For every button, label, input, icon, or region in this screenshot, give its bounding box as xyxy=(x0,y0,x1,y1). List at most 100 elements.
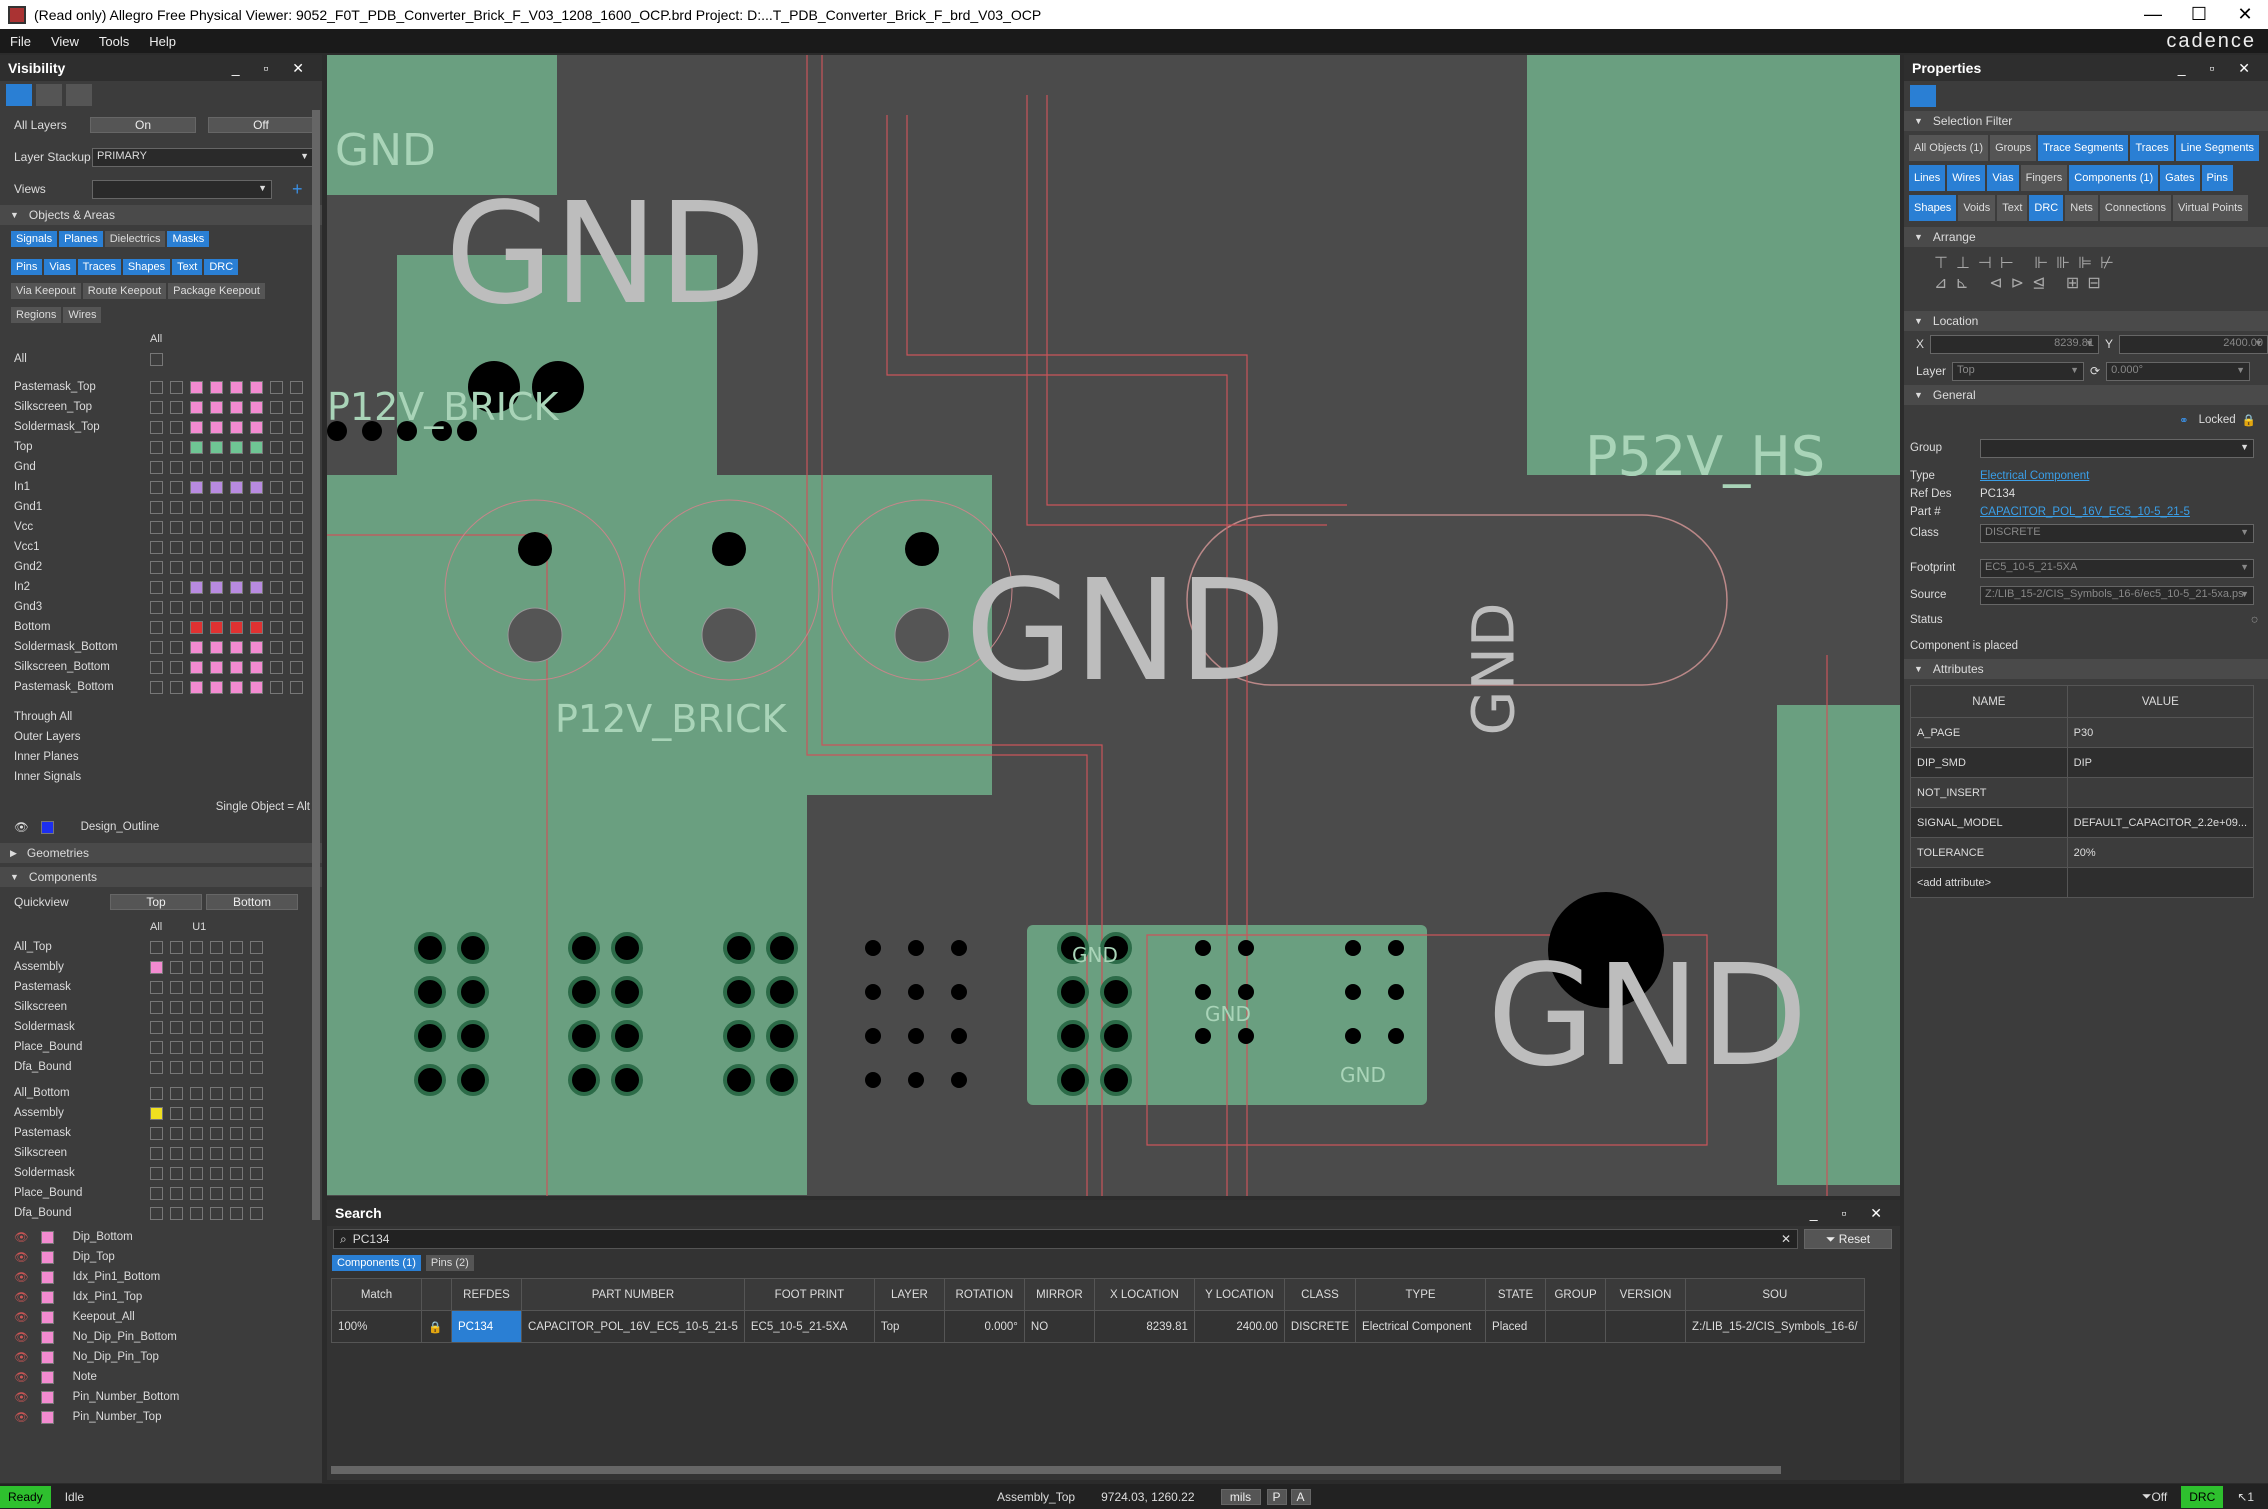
attribute-row[interactable]: NOT_INSERT xyxy=(1910,777,2255,808)
layer-toggle[interactable] xyxy=(270,640,283,654)
layer-toggle[interactable] xyxy=(210,680,223,694)
group-select[interactable] xyxy=(1980,438,2254,458)
layer-toggle[interactable] xyxy=(230,380,243,394)
component-toggle[interactable] xyxy=(250,1040,263,1054)
layer-toggle[interactable] xyxy=(270,460,283,474)
component-toggle[interactable] xyxy=(170,1106,183,1120)
filter-chip[interactable]: Pins xyxy=(2201,165,2233,191)
layer-toggle[interactable] xyxy=(250,580,263,594)
column-header[interactable]: TYPE xyxy=(1355,1278,1487,1311)
layer-toggle[interactable] xyxy=(270,440,283,454)
chip-planes[interactable]: Planes xyxy=(59,231,103,247)
filter-chip[interactable]: Lines xyxy=(1909,165,1946,191)
layer-toggle[interactable] xyxy=(230,480,243,494)
layer-toggle[interactable] xyxy=(210,520,223,534)
lock-icon[interactable]: 🔒 xyxy=(2241,415,2256,427)
component-toggle[interactable] xyxy=(230,940,243,954)
filter-chip[interactable]: Components (1) xyxy=(2069,165,2159,191)
layer-toggle[interactable] xyxy=(150,600,163,614)
layer-toggle[interactable] xyxy=(150,540,163,554)
layer-toggle[interactable] xyxy=(230,560,243,574)
component-toggle[interactable] xyxy=(170,1206,183,1220)
visibility-scrollbar[interactable] xyxy=(312,110,320,1220)
filter-chip[interactable]: Virtual Points xyxy=(2173,195,2248,221)
layer-toggle[interactable] xyxy=(290,660,303,674)
layer-toggle[interactable] xyxy=(230,680,243,694)
layer-toggle[interactable] xyxy=(150,480,163,494)
component-toggle[interactable] xyxy=(230,1186,243,1200)
layer-toggle[interactable] xyxy=(170,600,183,614)
column-header[interactable]: Match xyxy=(331,1278,422,1311)
layer-toggle[interactable] xyxy=(250,520,263,534)
component-toggle[interactable] xyxy=(190,1206,203,1220)
component-toggle[interactable] xyxy=(230,980,243,994)
layer-toggle[interactable] xyxy=(250,500,263,514)
component-toggle[interactable] xyxy=(230,1106,243,1120)
component-toggle[interactable] xyxy=(170,940,183,954)
component-toggle[interactable] xyxy=(150,1126,163,1140)
layer-toggle[interactable] xyxy=(230,620,243,634)
column-header[interactable]: PART NUMBER xyxy=(521,1278,745,1311)
layer-stackup-select[interactable]: PRIMARY xyxy=(92,147,314,167)
filter-chip[interactable]: Vias xyxy=(1987,165,2019,191)
filter-chip[interactable]: Nets xyxy=(2065,195,2098,221)
geometry-color-swatch[interactable] xyxy=(40,1330,54,1344)
chip-package-keepout[interactable]: Package Keepout xyxy=(168,283,265,299)
filter-chip[interactable]: Gates xyxy=(2160,165,2200,191)
component-toggle[interactable] xyxy=(170,1060,183,1074)
layer-toggle[interactable] xyxy=(210,480,223,494)
layer-toggle[interactable] xyxy=(170,400,183,414)
eye-icon[interactable]: 👁 xyxy=(14,1392,29,1404)
search-box[interactable]: ⌕ PC134 ✕ xyxy=(333,1229,1798,1249)
chip-masks[interactable]: Masks xyxy=(167,231,210,247)
layer-toggle[interactable] xyxy=(190,440,203,454)
component-toggle[interactable] xyxy=(150,960,163,974)
clear-search-icon[interactable]: ✕ xyxy=(1780,1232,1791,1246)
component-toggle[interactable] xyxy=(210,1146,223,1160)
layer-toggle[interactable] xyxy=(190,380,203,394)
layer-toggle[interactable] xyxy=(210,380,223,394)
component-toggle[interactable] xyxy=(250,1146,263,1160)
component-toggle[interactable] xyxy=(230,960,243,974)
component-toggle[interactable] xyxy=(230,1166,243,1180)
minimize-button[interactable]: — xyxy=(2144,4,2162,24)
layer-toggle[interactable] xyxy=(230,580,243,594)
column-header[interactable]: MIRROR xyxy=(1023,1278,1095,1311)
layer-toggle[interactable] xyxy=(170,460,183,474)
geometry-color-swatch[interactable] xyxy=(40,1230,54,1244)
component-toggle[interactable] xyxy=(210,960,223,974)
layer-toggle[interactable] xyxy=(230,640,243,654)
layer-toggle[interactable] xyxy=(290,460,303,474)
component-toggle[interactable] xyxy=(230,1206,243,1220)
add-view-icon[interactable]: + xyxy=(292,178,303,199)
eye-icon[interactable]: 👁 xyxy=(14,1412,29,1424)
layer-toggle[interactable] xyxy=(250,640,263,654)
component-toggle[interactable] xyxy=(230,1086,243,1100)
part-link[interactable]: CAPACITOR_POL_16V_EC5_10-5_21-5 xyxy=(1980,506,2190,518)
layer-toggle[interactable] xyxy=(230,600,243,614)
component-toggle[interactable] xyxy=(250,980,263,994)
layer-toggle[interactable] xyxy=(170,520,183,534)
component-toggle[interactable] xyxy=(170,1086,183,1100)
component-toggle[interactable] xyxy=(250,940,263,954)
components-section[interactable]: Components xyxy=(0,867,322,887)
layer-toggle[interactable] xyxy=(150,660,163,674)
layer-toggle[interactable] xyxy=(150,560,163,574)
component-toggle[interactable] xyxy=(170,1146,183,1160)
geometry-color-swatch[interactable] xyxy=(40,1370,54,1384)
eye-icon[interactable]: 👁 xyxy=(14,1372,29,1384)
arrange-section[interactable]: Arrange xyxy=(1904,227,2268,247)
layer-toggle[interactable] xyxy=(250,420,263,434)
layer-toggle[interactable] xyxy=(250,400,263,414)
component-toggle[interactable] xyxy=(190,1040,203,1054)
layer-toggle[interactable] xyxy=(250,440,263,454)
layer-toggle[interactable] xyxy=(230,420,243,434)
component-toggle[interactable] xyxy=(210,1060,223,1074)
filter-chip[interactable]: Wires xyxy=(1947,165,1986,191)
layer-toggle[interactable] xyxy=(230,400,243,414)
layer-toggle[interactable] xyxy=(190,560,203,574)
geometry-color-swatch[interactable] xyxy=(40,1250,54,1264)
component-toggle[interactable] xyxy=(190,1166,203,1180)
